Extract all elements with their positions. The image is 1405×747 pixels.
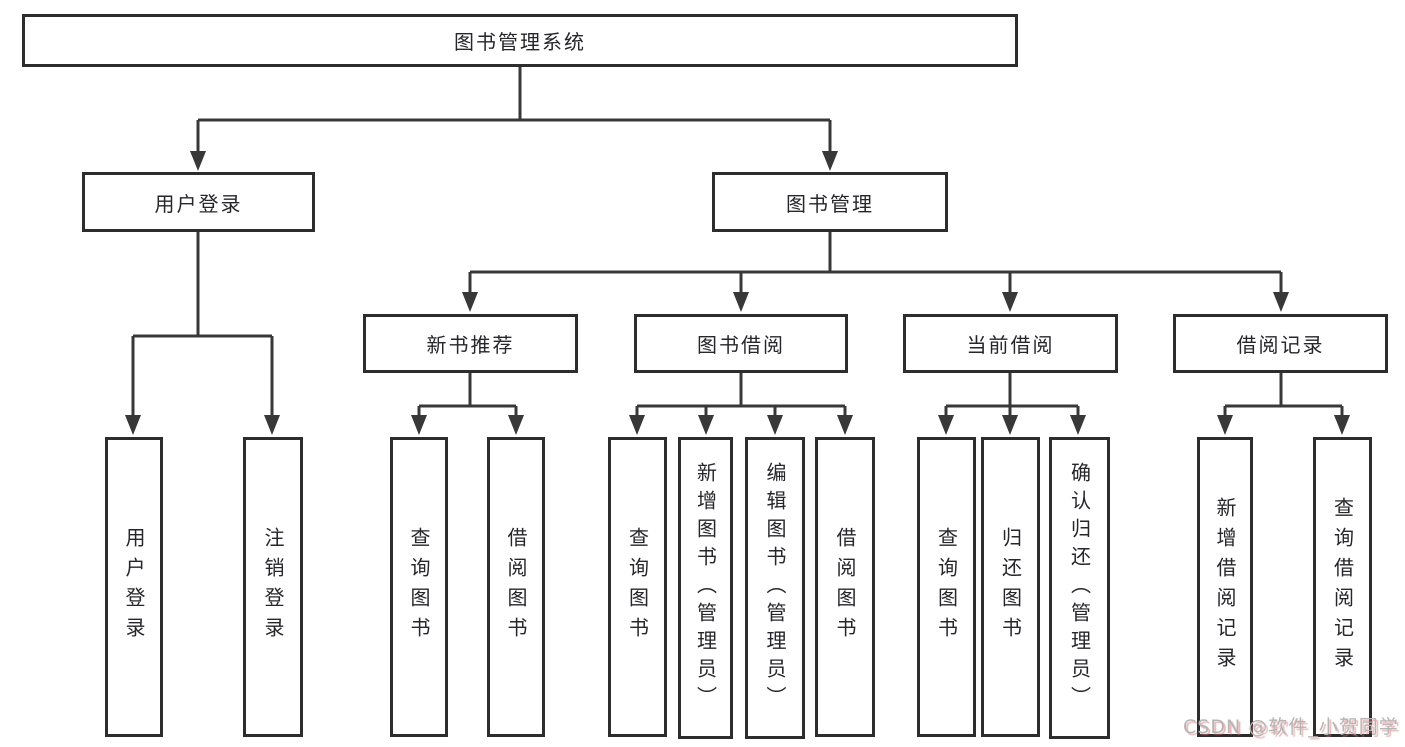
node-book-borrowing: 图书借阅 bbox=[634, 314, 848, 373]
node-user-login: 用户登录 bbox=[82, 172, 315, 232]
leaf-borrow-books-recommend: 借阅图书 bbox=[487, 437, 545, 737]
csdn-watermark: CSDN @软件_小贺同学 bbox=[1183, 716, 1399, 738]
leaf-query-books-recommend: 查询图书 bbox=[390, 437, 448, 737]
leaf-borrow-books-borrowing: 借阅图书 bbox=[815, 437, 875, 737]
node-library-management-system: 图书管理系统 bbox=[22, 14, 1018, 67]
leaf-add-borrow-record: 新增借阅记录 bbox=[1197, 437, 1253, 737]
leaf-return-books: 归还图书 bbox=[981, 437, 1040, 737]
leaf-query-books-borrowing: 查询图书 bbox=[608, 437, 667, 737]
leaf-query-books-current: 查询图书 bbox=[917, 437, 976, 737]
node-borrowing-records: 借阅记录 bbox=[1173, 314, 1388, 373]
leaf-user-login: 用户登录 bbox=[105, 437, 163, 737]
leaf-query-borrow-record: 查询借阅记录 bbox=[1313, 437, 1372, 737]
node-new-book-recommendation: 新书推荐 bbox=[363, 314, 578, 373]
node-book-management: 图书管理 bbox=[712, 172, 948, 232]
leaf-edit-book-admin: 编辑图书（管理员） bbox=[745, 437, 805, 739]
node-current-borrowing: 当前借阅 bbox=[903, 314, 1118, 373]
leaf-add-book-admin: 新增图书（管理员） bbox=[678, 437, 733, 739]
leaf-confirm-return-admin: 确认归还（管理员） bbox=[1049, 437, 1110, 739]
leaf-logout-login: 注销登录 bbox=[243, 437, 303, 737]
arrowheads bbox=[125, 151, 1350, 435]
